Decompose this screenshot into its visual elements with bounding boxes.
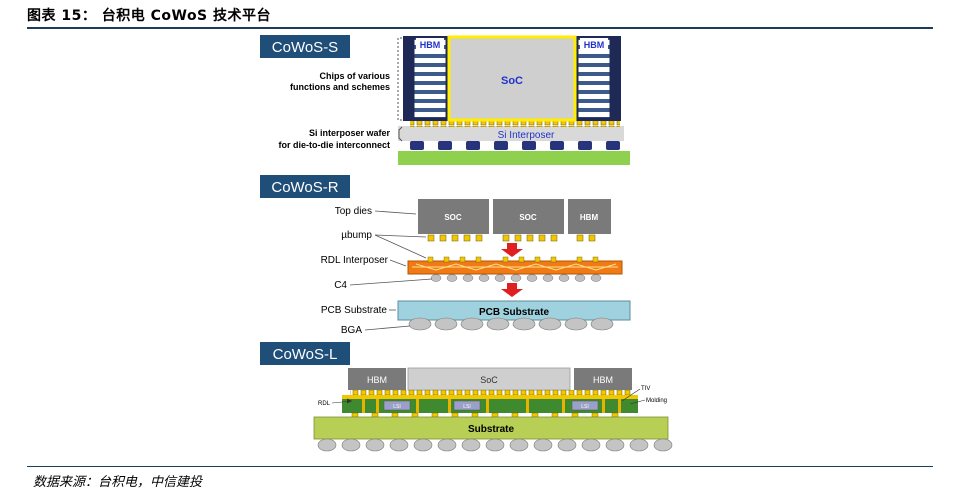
cowos-r-group: CoWoS-R SOC SOC HBM: [260, 175, 631, 336]
rdl-top-bumps: [427, 256, 599, 263]
cowos-s-bottom-bumps: [410, 141, 620, 150]
cowos-l-hbm-right-label: HBM: [593, 375, 613, 385]
label-pcb-substrate: PCB Substrate: [321, 305, 388, 316]
cowos-r-die-hbm: [568, 199, 611, 234]
title-rule: [27, 27, 933, 29]
cowos-s-hbm-left-label: HBM: [420, 40, 441, 50]
cowos-l-c4-bumps: [351, 412, 619, 418]
cowos-l-group: CoWoS-L HBM SoC HBM LSI LSI LSI: [260, 342, 673, 452]
cowos-l-rdl-band: [342, 395, 638, 399]
cowos-s-wafer-bracket: [398, 126, 403, 142]
cowos-s-microbumps: [410, 121, 620, 127]
cowos-l-hbm-left-label: HBM: [367, 375, 387, 385]
cowos-r-arrow-2: [501, 283, 523, 297]
cowos-r-die-hbm-label: HBM: [580, 213, 599, 222]
cowos-s-hbm-left: [413, 37, 447, 119]
cowos-l-soc-label: SoC: [480, 375, 498, 385]
footer-rule: [27, 466, 933, 467]
cowos-r-tag: CoWoS-R: [260, 175, 350, 198]
label-rdl-interposer: RDL Interposer: [321, 255, 389, 266]
figure-title: 图表 15： 台积电 CoWoS 技术平台: [27, 8, 272, 24]
cowos-r-die-soc-2: [493, 199, 564, 234]
label-top-dies: Top dies: [335, 206, 372, 217]
cowos-l-substrate-label: Substrate: [468, 424, 515, 435]
cowos-l-hbm-right: [574, 368, 632, 390]
c4-bumps: [430, 274, 602, 282]
cowos-s-chips-bracket: [397, 37, 402, 121]
cowos-s-tag: CoWoS-S: [260, 35, 350, 58]
pcb-substrate-label: PCB Substrate: [479, 307, 549, 318]
cowos-l-label-molding: Molding: [646, 398, 667, 404]
lsi-bridge-1: [383, 400, 411, 411]
cowos-r-arrow-1: [501, 243, 523, 257]
cowos-l-label-rdl: RDL: [318, 401, 331, 407]
cowos-s-chips-label-line2: functions and schemes: [290, 82, 390, 92]
cowos-s-soc-label: SoC: [501, 75, 523, 87]
lsi-bridge-2-label: LSI: [463, 404, 471, 410]
cowos-s-hbm-right-label: HBM: [584, 40, 605, 50]
cowos-l-tiv-columns: [362, 399, 621, 413]
cowos-l-tag: CoWoS-L: [260, 342, 350, 365]
cowos-r-die-soc-1: [418, 199, 489, 234]
lsi-bridge-1-label: LSI: [393, 404, 401, 410]
si-interposer: [398, 126, 624, 141]
svg-text:CoWoS-S: CoWoS-S: [272, 39, 338, 56]
si-interposer-label: Si Interposer: [498, 130, 555, 141]
cowos-l-microbumps: [350, 390, 632, 395]
cowos-l-substrate: [313, 416, 669, 440]
cowos-s-wafer-label-line1: Si interposer wafer: [309, 128, 391, 138]
bga-balls: [408, 317, 614, 331]
cowos-l-bga-balls: [317, 438, 673, 452]
label-ubump: µbump: [341, 230, 372, 241]
svg-text:CoWoS-L: CoWoS-L: [273, 346, 338, 363]
source-note: 数据来源：台积电，中信建投: [33, 475, 203, 490]
cowos-s-soc: [447, 35, 577, 122]
lsi-bridge-3-label: LSI: [581, 404, 589, 410]
label-c4: C4: [334, 280, 347, 291]
svg-text:CoWoS-R: CoWoS-R: [271, 179, 338, 196]
cowos-s-green-base: [398, 151, 630, 165]
cowos-r-microbumps: [427, 234, 596, 242]
cowos-s-wafer-label-line2: for die-to-die interconnect: [278, 140, 390, 150]
cowos-l-label-tiv: TIV: [641, 386, 650, 392]
cowos-r-die-soc-2-label: SOC: [519, 213, 537, 222]
rdl-traces: [412, 263, 618, 271]
cowos-s-chips-label-line1: Chips of various: [319, 71, 390, 81]
lsi-bridge-3: [571, 400, 599, 411]
cowos-r-die-soc-1-label: SOC: [444, 213, 462, 222]
cowos-s-group: CoWoS-S Si Interposer HBM HBM So: [260, 35, 630, 165]
cowos-l-hbm-left: [348, 368, 406, 390]
pcb-substrate: [397, 300, 631, 321]
lsi-bridge-2: [453, 400, 481, 411]
label-bga: BGA: [341, 325, 362, 336]
